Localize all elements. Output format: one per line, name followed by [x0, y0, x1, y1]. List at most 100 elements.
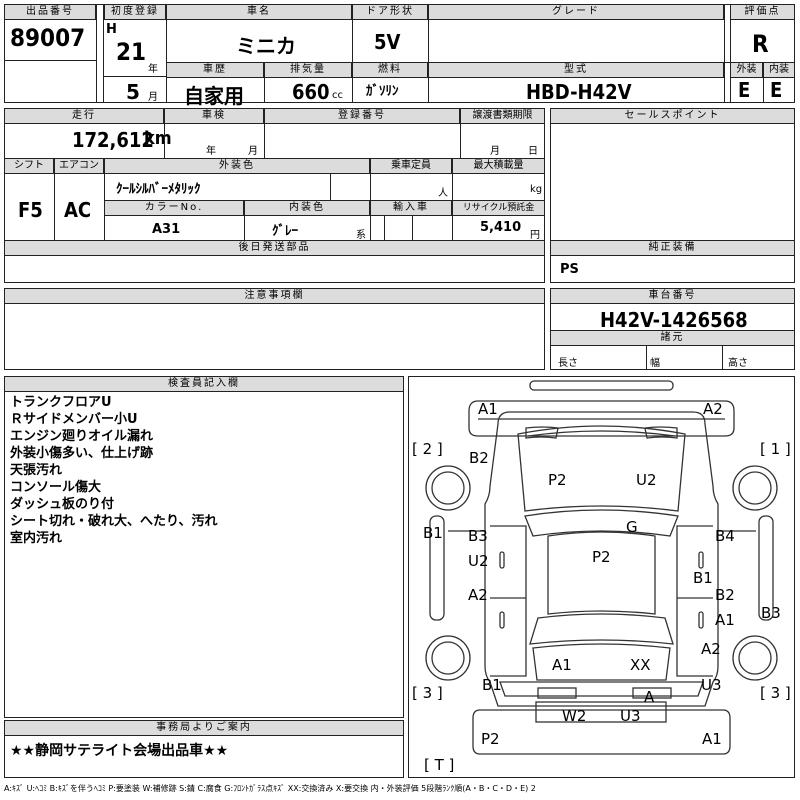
divider — [428, 4, 429, 62]
note-line: 天張汚れ — [10, 463, 63, 478]
divider — [164, 108, 165, 158]
marker-bottom-right: [ 3 ] — [760, 684, 791, 702]
specs-label: 諸元 — [550, 330, 795, 346]
aircon-value: AC — [64, 198, 92, 222]
exterior-color-value: ｸｰﾙｼﾙﾊﾞｰﾒﾀﾘｯｸ — [116, 182, 201, 197]
damage-label: B1 — [423, 524, 443, 542]
divider — [352, 4, 353, 103]
first-reg-year: 21 — [116, 38, 147, 66]
model-code-label: 型式 — [428, 62, 724, 78]
car-diagram — [425, 380, 778, 755]
max-load-unit: kg — [530, 184, 543, 195]
later-parts-label: 後日発送部品 — [4, 240, 545, 256]
damage-label: P2 — [481, 730, 500, 748]
int-score-label: 内装 — [763, 62, 795, 78]
damage-label: U3 — [620, 707, 641, 725]
divider — [460, 108, 461, 158]
transfer-day-unit: 日 — [528, 146, 538, 157]
divider — [96, 4, 97, 103]
displacement-label: 排気量 — [264, 62, 352, 78]
fuel-value: ｶﾞｿﾘﾝ — [366, 84, 399, 99]
fuel-label: 燃料 — [352, 62, 428, 78]
shift-label: シフト — [4, 158, 54, 174]
damage-label: U2 — [468, 552, 489, 570]
history-value: 自家用 — [184, 84, 244, 108]
damage-label: B1 — [482, 676, 502, 694]
divider — [646, 346, 647, 370]
damage-label: B1 — [693, 569, 713, 587]
interior-color-suffix: 系 — [356, 230, 366, 241]
first-reg-month-unit: 月 — [148, 92, 158, 103]
divider — [370, 158, 371, 241]
damage-label: U3 — [701, 676, 722, 694]
note-line: コンソール傷大 — [10, 480, 102, 495]
displacement-value: 660 — [292, 80, 330, 104]
damage-label: A1 — [552, 656, 572, 674]
sales-points-label: セールスポイント — [550, 108, 795, 124]
note-line: ダッシュ板のり付 — [10, 497, 115, 512]
note-line: Ｒサイドメンバー小U — [10, 412, 138, 427]
inspection-year-unit: 年 — [206, 146, 216, 157]
recycle-label: リサイクル預託金 — [452, 200, 545, 216]
divider — [103, 76, 166, 77]
divider — [730, 4, 731, 103]
note-line: トランクフロアU — [10, 395, 112, 410]
marker-left: [ 2 ] — [412, 440, 443, 458]
divider — [104, 158, 105, 241]
damage-label: B3 — [761, 604, 781, 622]
sales-points-box — [550, 108, 795, 283]
chassis-label: 車台番号 — [550, 288, 795, 304]
damage-label: A1 — [702, 730, 722, 748]
door-label: ドア形状 — [352, 4, 428, 20]
inspector-label: 検査員記入欄 — [4, 376, 404, 392]
color-no-label: カラーNo. — [104, 200, 244, 216]
divider — [103, 4, 104, 103]
specs-length: 長さ — [558, 358, 578, 369]
damage-label: B2 — [469, 449, 489, 467]
history-label: 車歴 — [166, 62, 264, 78]
divider — [763, 62, 764, 103]
mileage-label: 走行 — [4, 108, 164, 124]
model-code-value: HBD-H42V — [526, 80, 632, 104]
first-reg-month: 5 — [126, 80, 140, 104]
marker-bottom-left: [ 3 ] — [412, 684, 443, 702]
inspection-label: 車検 — [164, 108, 264, 124]
transfer-month-unit: 月 — [490, 146, 500, 157]
capacity-label: 乗車定員 — [370, 158, 452, 174]
car-name-label: 車名 — [166, 4, 352, 20]
interior-color-label: 内装色 — [244, 200, 370, 216]
divider — [264, 62, 265, 103]
ext-score-label: 外装 — [730, 62, 763, 78]
transfer-label: 譲渡書類期限 — [460, 108, 545, 124]
listing-value: 89007 — [10, 24, 86, 52]
interior-color-value: ｸﾞﾚｰ — [272, 224, 298, 239]
diagram-box — [408, 376, 795, 778]
damage-label: B4 — [715, 527, 735, 545]
note-line: エンジン廻りオイル漏れ — [10, 429, 154, 444]
damage-label: P2 — [548, 471, 567, 489]
specs-height: 高さ — [728, 358, 748, 369]
displacement-unit: cc — [332, 90, 343, 101]
ext-score-value: E — [738, 78, 751, 102]
divider — [4, 60, 97, 61]
first-reg-label: 初度登録 — [104, 4, 166, 20]
damage-label: A2 — [703, 400, 723, 418]
damage-label: A — [644, 688, 655, 706]
first-reg-year-unit: 年 — [148, 64, 158, 75]
divider — [428, 62, 429, 103]
mileage-value: 172,612 — [72, 128, 154, 152]
reg-no-label: 登録番号 — [264, 108, 460, 124]
grade-label: グレード — [428, 4, 724, 20]
recycle-value: 5,410 — [480, 220, 522, 235]
damage-label: A1 — [478, 400, 498, 418]
first-reg-era: H — [106, 22, 117, 37]
listing-label: 出品番号 — [4, 4, 96, 20]
caution-label: 注意事項欄 — [4, 288, 545, 304]
inspection-month-unit: 月 — [248, 146, 258, 157]
recycle-unit: 円 — [530, 230, 540, 241]
divider — [724, 4, 725, 103]
damage-label: B3 — [468, 527, 488, 545]
note-line: 外装小傷多い、仕上げ跡 — [10, 446, 154, 461]
inspector-notes: トランクフロアU Ｒサイドメンバー小U エンジン廻りオイル漏れ 外装小傷多い、仕… — [10, 394, 400, 547]
damage-label: A2 — [701, 640, 721, 658]
